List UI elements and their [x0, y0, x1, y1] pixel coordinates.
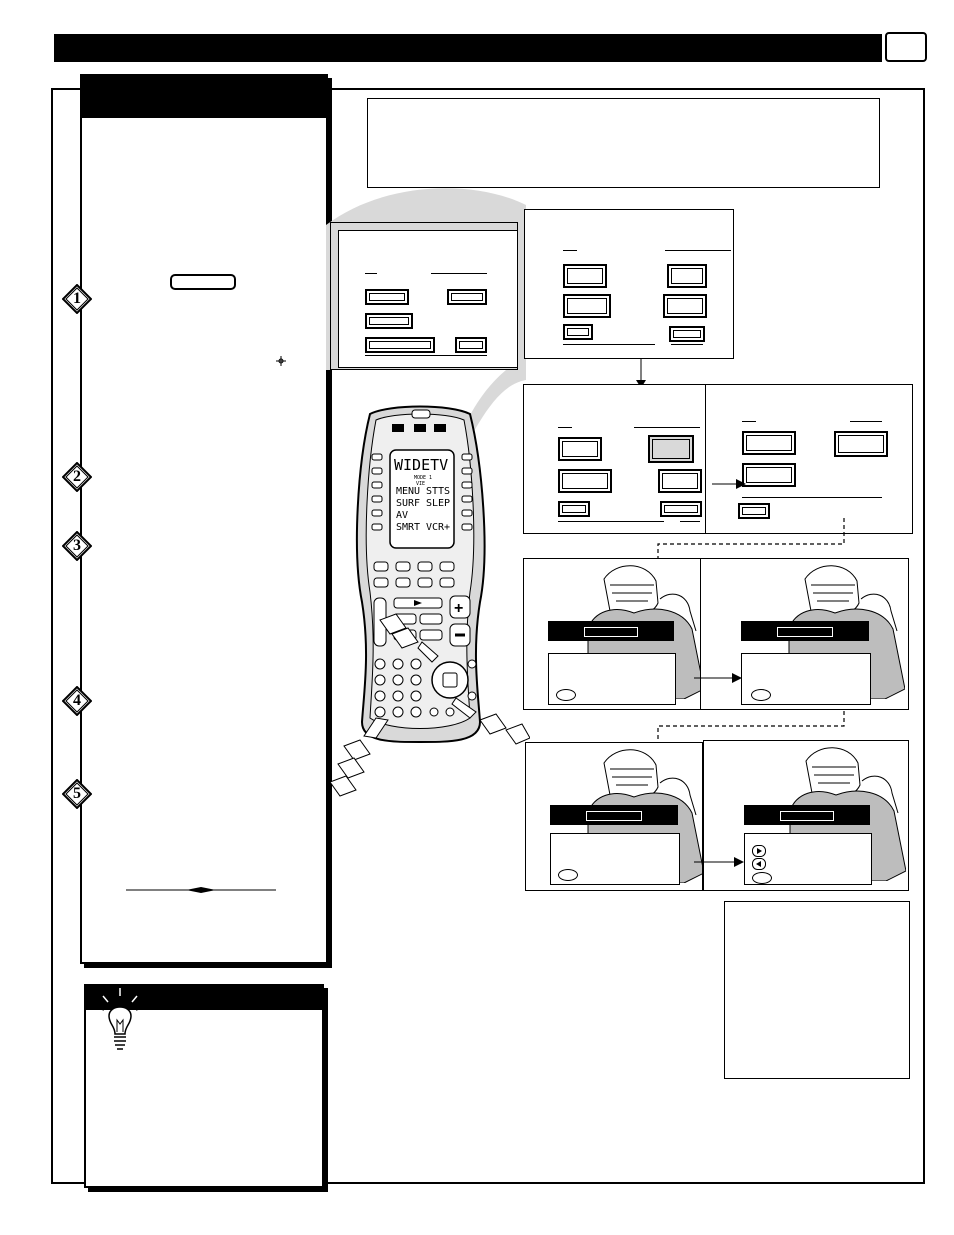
step-number: 1 [73, 290, 81, 307]
right-arrow-icon [694, 857, 744, 867]
side-note-box [724, 901, 910, 1079]
tv-screen-1 [523, 558, 703, 710]
menu-item-left-3 [558, 501, 590, 517]
tv-screen-4 [703, 740, 909, 891]
menu-item-left-2 [742, 463, 796, 487]
menu-screen-middle-right [705, 384, 913, 534]
page-frame [51, 88, 925, 1184]
menu-item-left-1 [563, 264, 607, 288]
svg-text:WIDETV: WIDETV [394, 456, 448, 474]
step-marker-2: 2 [61, 461, 93, 493]
svg-text:VIE: VIE [416, 481, 425, 487]
menu-item-left-1 [742, 431, 796, 455]
tv-screen-3 [525, 742, 703, 891]
menu-item-left-1 [558, 437, 602, 461]
step-marker-5: 5 [61, 778, 93, 810]
menu-item-right-2 [658, 469, 702, 493]
move-cursor-icon [276, 356, 286, 366]
menu-item-left-3 [365, 337, 435, 353]
lightbulb-icon [96, 988, 144, 1050]
menu-item-right-2 [663, 294, 707, 318]
ornament-divider [126, 887, 276, 893]
ok-indicator [556, 689, 576, 701]
tv-screen-2 [700, 558, 909, 710]
menu-item-left-2 [558, 469, 612, 493]
menu-item-left-1 [365, 289, 409, 305]
ok-indicator [751, 689, 771, 701]
svg-text:SMRT: SMRT [396, 522, 420, 533]
svg-text:AV: AV [396, 510, 408, 521]
instruction-panel-header [80, 74, 326, 118]
svg-text:SURF: SURF [396, 498, 420, 509]
menu-item-left-2 [563, 294, 611, 318]
svg-text:+: + [454, 600, 463, 617]
instruction-panel [80, 74, 328, 964]
menu-item-left-2-highlighted [365, 313, 413, 329]
menu-item-right-3 [660, 501, 702, 517]
menu-item-right-3-highlighted [669, 326, 705, 342]
menu-screen-top [524, 209, 734, 359]
right-arrow-icon [694, 673, 742, 683]
step-marker-4: 4 [61, 685, 93, 717]
svg-text:MODE 1: MODE 1 [414, 475, 432, 481]
menu-item-right-1 [667, 264, 707, 288]
right-arrow-icon [752, 845, 766, 857]
svg-text:SLEP: SLEP [426, 498, 450, 509]
svg-text:VCR+: VCR+ [426, 522, 450, 533]
step-number: 4 [73, 692, 81, 709]
step-number: 5 [73, 785, 81, 802]
svg-text:STTS: STTS [426, 486, 450, 497]
menu-item-right-3 [455, 337, 487, 353]
note-box [367, 98, 880, 188]
menu-item-right-1-highlighted [834, 431, 888, 457]
menu-item-left-3 [738, 503, 770, 519]
menu-item-right-1-highlighted [648, 435, 694, 463]
ok-indicator [558, 869, 578, 881]
menu-item-left-3 [563, 324, 593, 340]
step-number: 2 [73, 468, 81, 485]
menu-item-right-1 [447, 289, 487, 305]
tip-box-header [84, 984, 322, 1010]
step-number: 3 [73, 537, 81, 554]
step-marker-3: 3 [61, 530, 93, 562]
ok-indicator [752, 872, 772, 884]
menu-screen-middle-left [523, 384, 707, 534]
svg-text:MENU: MENU [396, 486, 420, 497]
left-arrow-icon [752, 858, 766, 870]
page-number-box [885, 32, 927, 62]
remote-control: + WIDETV MODE 1 VIE MENU STTS SURF SLEP … [330, 405, 530, 797]
menu-button-pill [170, 274, 236, 290]
header-bar [54, 34, 882, 62]
right-arrow-icon [712, 479, 746, 489]
menu-inset-screen [338, 230, 518, 368]
step-marker-1: 1 [61, 283, 93, 315]
